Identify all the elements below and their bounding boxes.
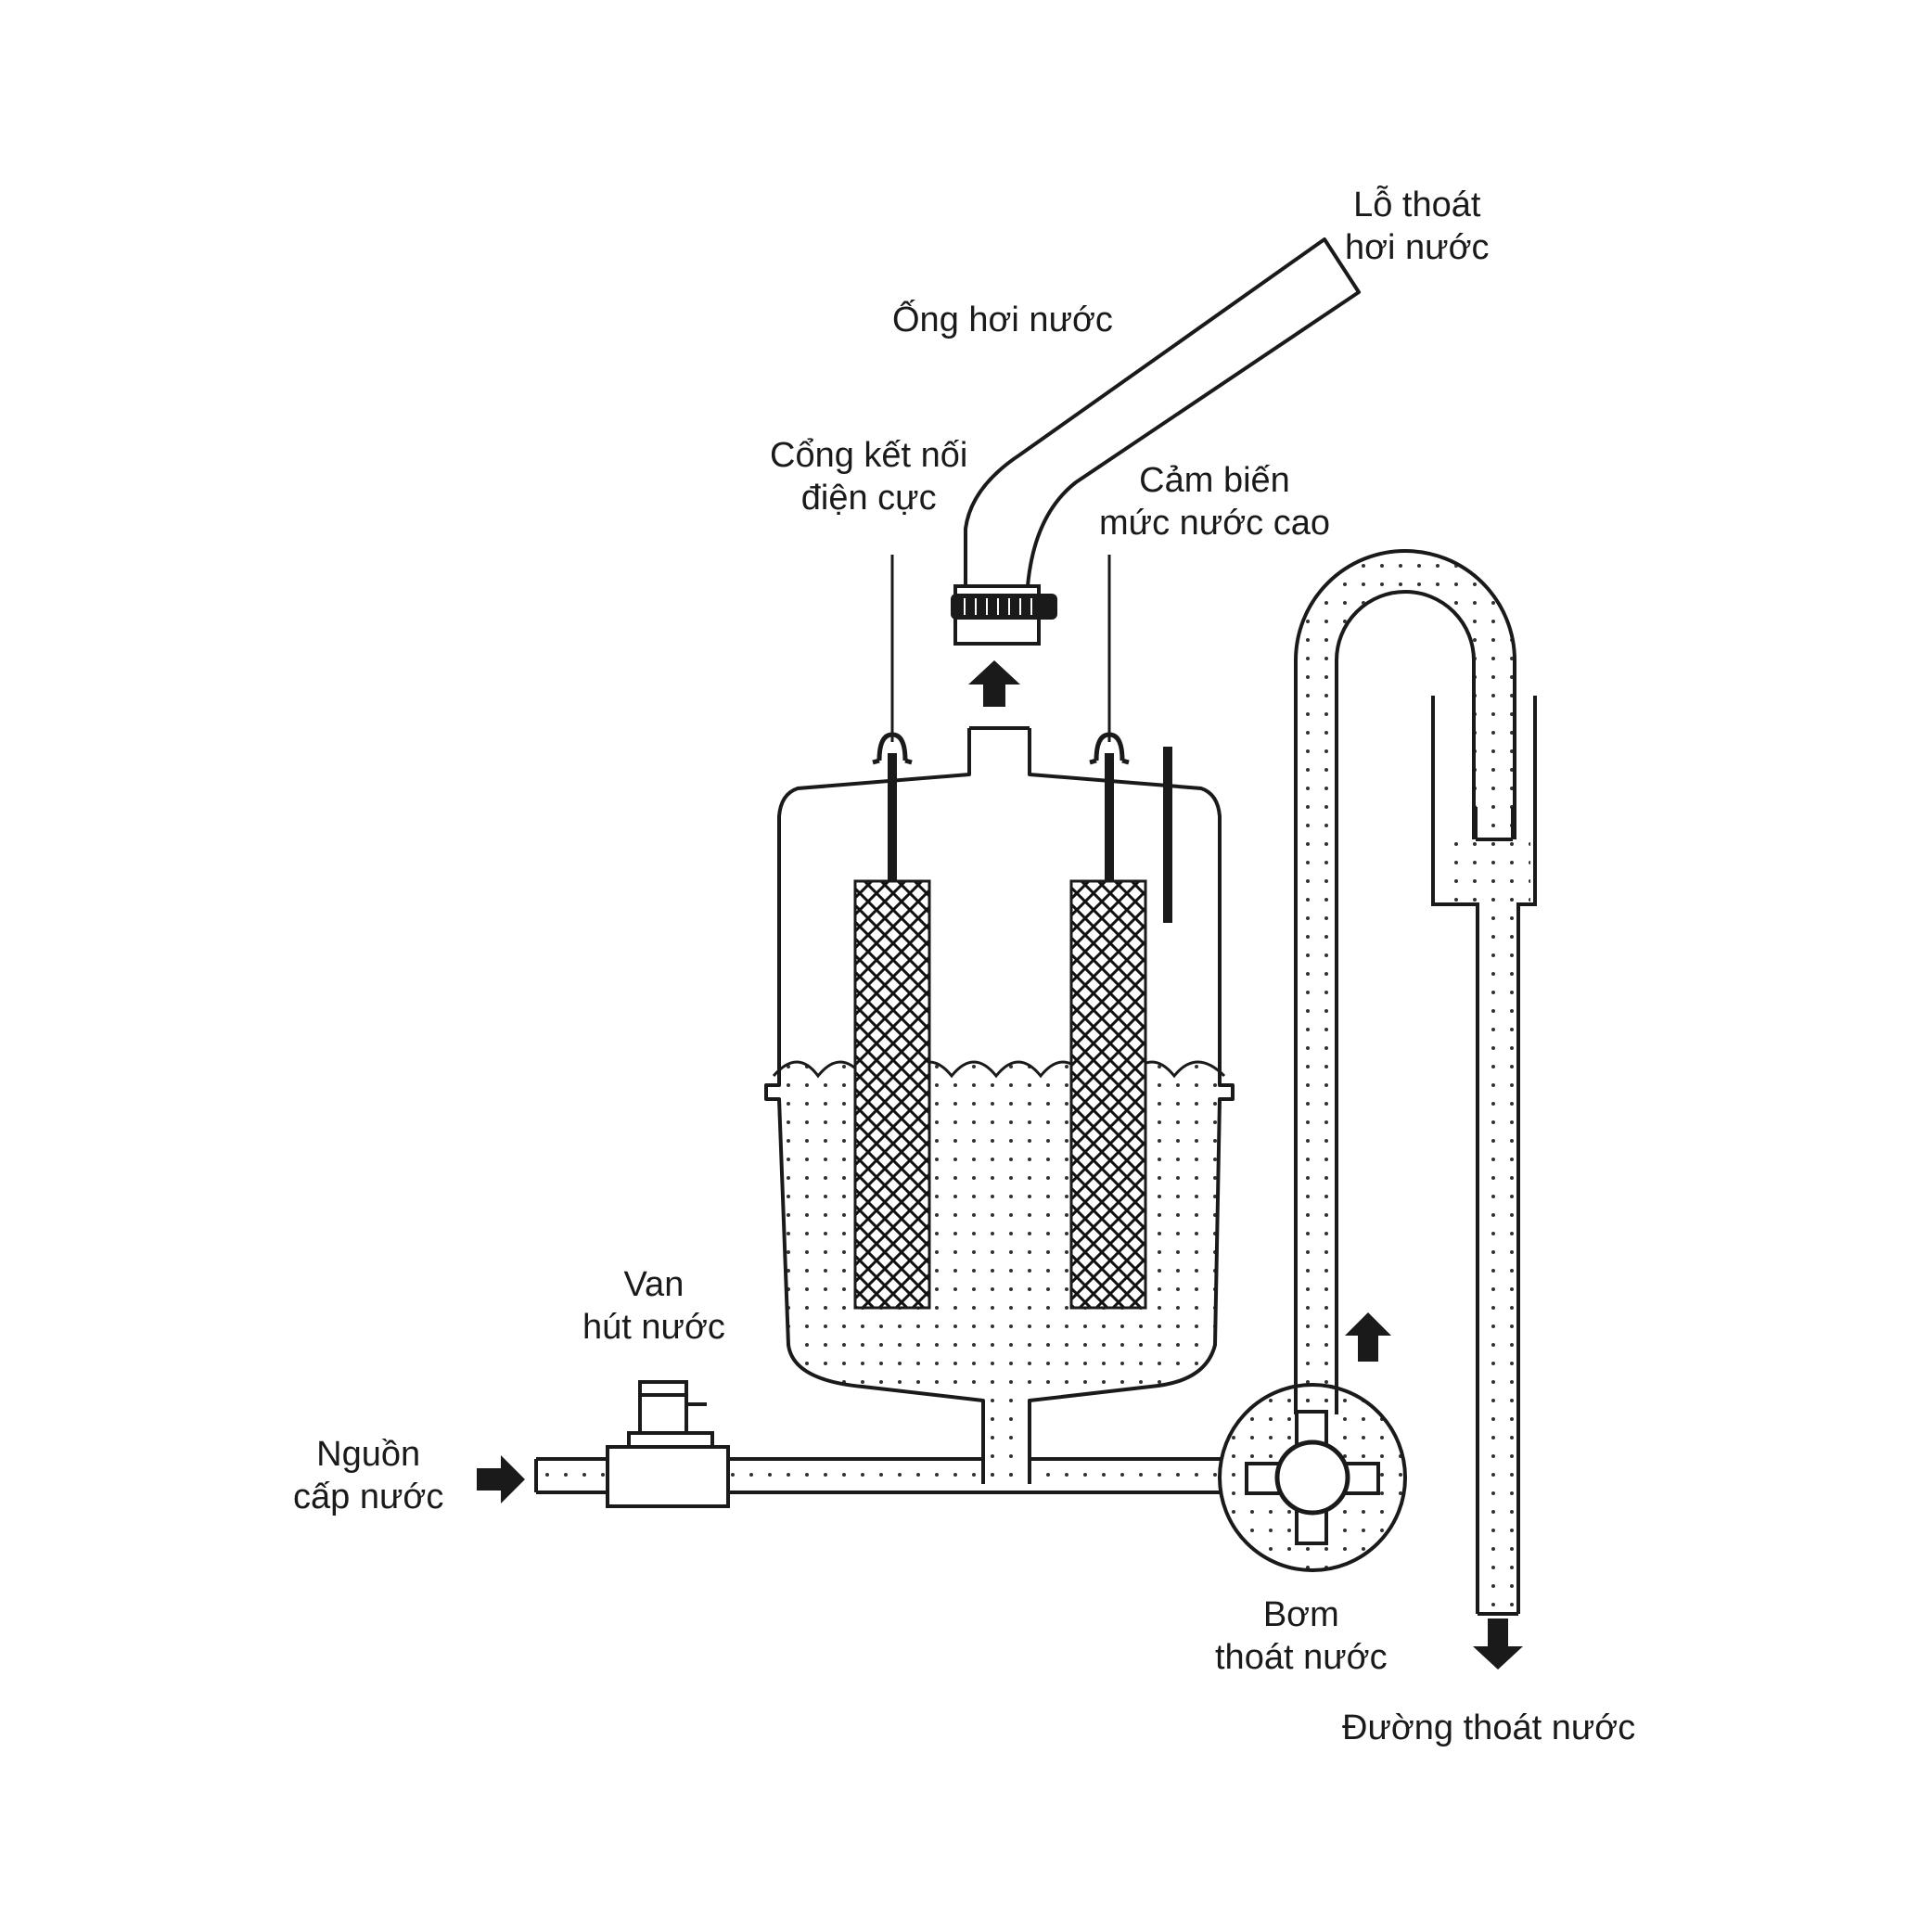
label-water-source-line2: cấp nước <box>293 1478 444 1516</box>
steam-cylinder <box>764 726 1235 1484</box>
drain-trap <box>1431 696 1537 1616</box>
tank-water <box>774 1062 1224 1484</box>
label-vent-line1: Lỗ thoát <box>1353 186 1481 224</box>
steam-flow-arrow <box>968 660 1020 707</box>
label-vent-line2: hơi nước <box>1345 228 1490 267</box>
label-steam-pipe: Ống hơi nước <box>892 299 1113 341</box>
drain-flow-arrow <box>1473 1619 1523 1670</box>
label-level-sensor: Cảm biến mức nước cao <box>1099 459 1330 544</box>
electrode-right <box>1069 555 1147 1310</box>
label-inlet-valve-line1: Van <box>623 1265 685 1304</box>
label-steam-pipe-text: Ống hơi nước <box>892 301 1113 339</box>
label-drain-line-text: Đường thoát nước <box>1342 1708 1636 1747</box>
label-electrode-port-line1: Cổng kết nối <box>770 436 968 475</box>
inflow-arrow <box>477 1455 525 1503</box>
steam-pipe <box>951 237 1361 646</box>
label-water-source: Nguồn cấp nước <box>293 1433 443 1518</box>
label-drain-pump: Bơm thoát nước <box>1215 1593 1388 1679</box>
label-drain-pump-line1: Bơm <box>1262 1595 1339 1634</box>
label-water-source-line1: Nguồn <box>316 1435 421 1474</box>
label-level-sensor-line1: Cảm biến <box>1139 461 1290 500</box>
label-inlet-valve-line2: hút nước <box>582 1308 725 1347</box>
label-drain-line: Đường thoát nước <box>1342 1707 1635 1749</box>
high-level-sensor-rod <box>1163 747 1172 923</box>
label-electrode-port: Cổng kết nối điện cực <box>770 434 967 519</box>
drain-pipe <box>1294 549 1516 1414</box>
label-electrode-port-line2: điện cực <box>800 479 937 518</box>
label-vent: Lỗ thoát hơi nước <box>1345 184 1490 269</box>
electrode-left <box>853 555 931 1310</box>
label-inlet-valve: Van hút nước <box>582 1263 725 1349</box>
label-level-sensor-line2: mức nước cao <box>1099 504 1330 543</box>
pump-flow-arrow <box>1345 1312 1391 1362</box>
label-drain-pump-line2: thoát nước <box>1215 1638 1388 1677</box>
inlet-valve <box>606 1380 730 1508</box>
drain-pump <box>1218 1383 1407 1572</box>
